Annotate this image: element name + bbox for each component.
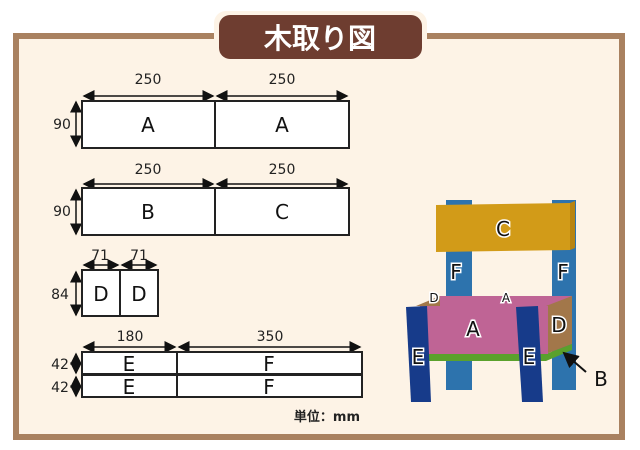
chair-label-c: C	[496, 217, 510, 241]
part-label: F	[263, 375, 275, 399]
height-label: 90	[53, 117, 71, 133]
chair-label-d-small: D	[429, 291, 438, 305]
board-part	[176, 374, 363, 398]
chair-label-f: F	[450, 260, 462, 284]
part-label: D	[131, 282, 146, 306]
callout-arrow	[562, 351, 587, 373]
board-part	[214, 187, 350, 236]
height-label: 84	[51, 287, 69, 303]
chair-leg-front-right	[516, 306, 543, 402]
back-apron	[440, 296, 572, 306]
board-part	[81, 100, 216, 149]
width-label: 250	[135, 162, 162, 178]
part-label: B	[141, 200, 155, 224]
chair-label-a: A	[466, 317, 480, 341]
board-part	[214, 100, 350, 149]
board-row-4: 180 350 42 42 E F E F	[51, 329, 363, 399]
part-label: D	[93, 282, 108, 306]
part-label: C	[275, 200, 289, 224]
board-part	[119, 269, 159, 317]
backrest-side	[570, 201, 575, 250]
height-label: 42	[51, 380, 69, 396]
chair-side-d	[546, 296, 572, 354]
board-row-1: 250 250 90 A A	[53, 72, 350, 149]
chair-label-e: E	[523, 345, 536, 369]
chair-illustration: C F F D A A D E E B	[406, 200, 608, 402]
part-label: A	[275, 113, 289, 137]
title-pill	[219, 15, 422, 59]
chair-label-d: D	[551, 313, 566, 337]
chair-label-e: E	[412, 345, 425, 369]
width-label: 71	[91, 248, 109, 264]
part-label: E	[123, 352, 136, 376]
chair-label-b: B	[594, 367, 608, 391]
height-label: 42	[51, 357, 69, 373]
board-row-2: 250 250 90 B C	[53, 162, 350, 236]
width-label: 350	[257, 329, 284, 345]
part-label: A	[141, 113, 155, 137]
width-label: 250	[269, 162, 296, 178]
unit-label: 単位：mm	[294, 409, 360, 425]
page-title: 木取り図	[263, 22, 376, 55]
board-part	[81, 269, 121, 317]
height-label: 90	[53, 204, 71, 220]
board-part	[81, 187, 216, 236]
chair-leg-front-left	[406, 306, 431, 402]
chair-label-a-small: A	[502, 291, 511, 305]
part-label: E	[123, 375, 136, 399]
width-label: 250	[135, 72, 162, 88]
chair-backrest-c	[436, 203, 570, 252]
width-label: 250	[269, 72, 296, 88]
width-label: 71	[130, 248, 148, 264]
part-label: F	[263, 352, 275, 376]
chair-label-f: F	[557, 260, 569, 284]
width-label: 180	[117, 329, 144, 345]
board-row-3: 71 71 84 D D	[51, 248, 159, 317]
